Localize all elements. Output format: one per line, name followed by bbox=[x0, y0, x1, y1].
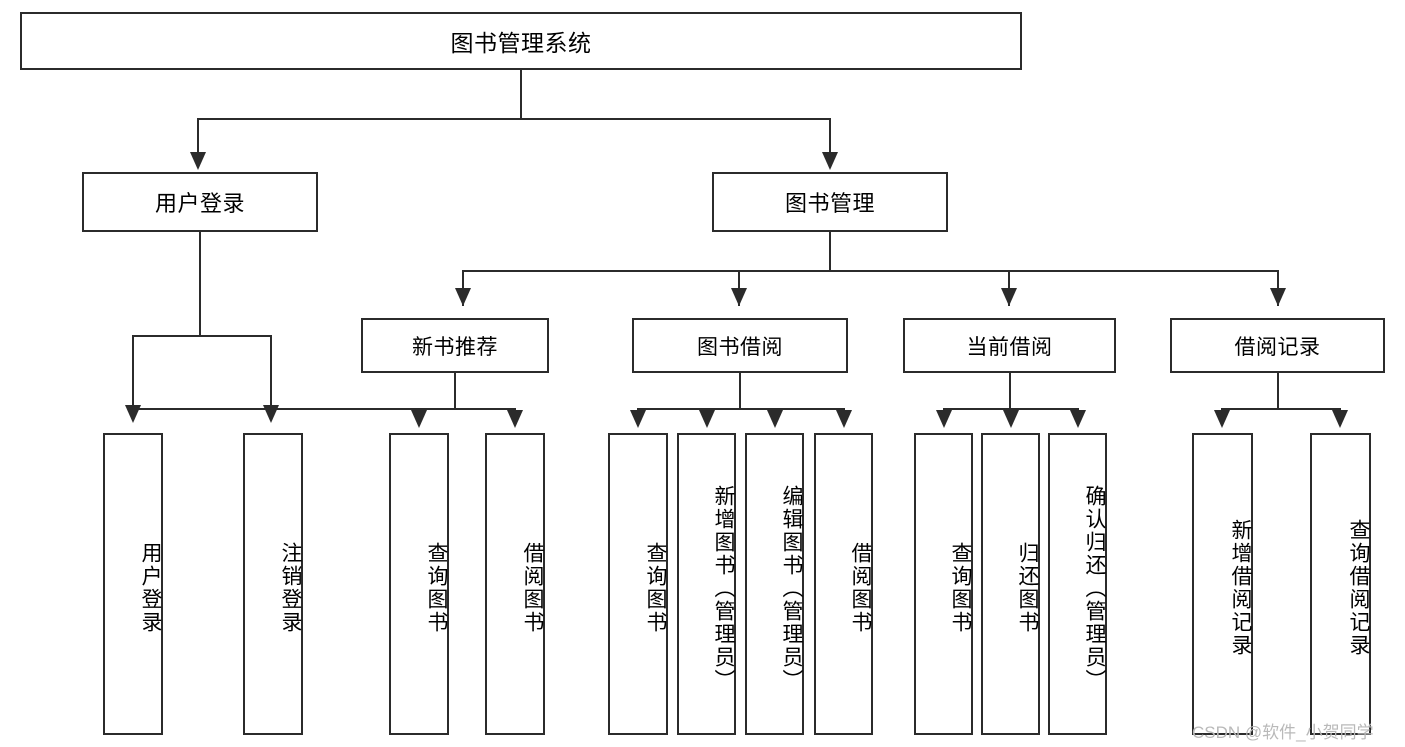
leaf-query-book-borrow[interactable]: 查询图书 bbox=[608, 433, 668, 735]
node-book-borrow[interactable]: 图书借阅 bbox=[632, 318, 848, 373]
leaf-add-borrow-record-label: 新增借阅记录 bbox=[1229, 519, 1252, 657]
leaf-add-book[interactable]: 新增图书（管理员） bbox=[677, 433, 736, 735]
leaf-borrow-book-recommend-label: 借阅图书 bbox=[521, 542, 544, 634]
leaf-add-borrow-record[interactable]: 新增借阅记录 bbox=[1192, 433, 1253, 735]
edge-user-login-drop-1 bbox=[132, 335, 134, 407]
leaf-logout[interactable]: 注销登录 bbox=[243, 433, 303, 735]
edge-records-trunk bbox=[1277, 373, 1279, 408]
leaf-query-book-recommend[interactable]: 查询图书 bbox=[389, 433, 449, 735]
node-new-book-recommend-label: 新书推荐 bbox=[412, 335, 498, 359]
arrow-to-book-management bbox=[822, 152, 838, 170]
leaf-user-login[interactable]: 用户登录 bbox=[103, 433, 163, 735]
edge-recommend-bar bbox=[132, 408, 516, 410]
arrow-to-leaf-add-record bbox=[1214, 410, 1230, 428]
leaf-query-book-recommend-label: 查询图书 bbox=[425, 542, 448, 634]
leaf-return-book[interactable]: 归还图书 bbox=[981, 433, 1040, 735]
edge-book-mgmt-bar bbox=[462, 270, 1279, 272]
arrow-to-leaf-borrow-book-1 bbox=[507, 410, 523, 428]
arrow-to-current-borrow bbox=[1001, 288, 1017, 306]
leaf-query-borrow-record[interactable]: 查询借阅记录 bbox=[1310, 433, 1371, 735]
edge-recommend-trunk bbox=[454, 373, 456, 408]
node-borrow-records[interactable]: 借阅记录 bbox=[1170, 318, 1385, 373]
leaf-borrow-book-borrow[interactable]: 借阅图书 bbox=[814, 433, 873, 735]
edge-root-bar bbox=[197, 118, 831, 120]
leaf-edit-book[interactable]: 编辑图书（管理员） bbox=[745, 433, 804, 735]
node-current-borrow[interactable]: 当前借阅 bbox=[903, 318, 1116, 373]
edge-user-login-bar bbox=[132, 335, 271, 337]
leaf-edit-book-label: 编辑图书（管理员） bbox=[780, 484, 803, 692]
leaf-confirm-return[interactable]: 确认归还（管理员） bbox=[1048, 433, 1107, 735]
leaf-borrow-book-borrow-label: 借阅图书 bbox=[849, 542, 872, 634]
edge-borrow-bar bbox=[637, 408, 844, 410]
arrow-to-book-borrow bbox=[731, 288, 747, 306]
edge-user-login-drop-2 bbox=[270, 335, 272, 407]
arrow-to-new-book-recommend bbox=[455, 288, 471, 306]
edge-book-mgmt-trunk bbox=[829, 232, 831, 270]
leaf-add-book-label: 新增图书（管理员） bbox=[712, 484, 735, 692]
leaf-user-login-label: 用户登录 bbox=[139, 542, 162, 634]
edge-records-bar bbox=[1221, 408, 1340, 410]
node-current-borrow-label: 当前借阅 bbox=[966, 335, 1053, 359]
leaf-query-book-current[interactable]: 查询图书 bbox=[914, 433, 973, 735]
arrow-to-leaf-confirm-return bbox=[1070, 410, 1086, 428]
arrow-to-leaf-query-record bbox=[1332, 410, 1348, 428]
arrow-to-leaf-return-book bbox=[1003, 410, 1019, 428]
leaf-query-book-current-label: 查询图书 bbox=[949, 542, 972, 634]
arrow-to-leaf-query-book-1 bbox=[411, 410, 427, 428]
node-root-label: 图书管理系统 bbox=[450, 30, 592, 56]
node-root[interactable]: 图书管理系统 bbox=[20, 12, 1022, 70]
leaf-query-borrow-record-label: 查询借阅记录 bbox=[1347, 519, 1370, 657]
node-book-management[interactable]: 图书管理 bbox=[712, 172, 948, 232]
node-borrow-records-label: 借阅记录 bbox=[1234, 335, 1321, 359]
node-book-borrow-label: 图书借阅 bbox=[697, 335, 783, 359]
node-new-book-recommend[interactable]: 新书推荐 bbox=[361, 318, 549, 373]
leaf-query-book-borrow-label: 查询图书 bbox=[644, 542, 667, 634]
edge-current-trunk bbox=[1009, 373, 1011, 408]
node-user-login-label: 用户登录 bbox=[154, 191, 245, 216]
edge-root-drop-1 bbox=[197, 118, 199, 154]
leaf-return-book-label: 归还图书 bbox=[1016, 542, 1039, 634]
arrow-to-leaf-borrow-book-2 bbox=[836, 410, 852, 428]
leaf-borrow-book-recommend[interactable]: 借阅图书 bbox=[485, 433, 545, 735]
arrow-to-leaf-query-book-2 bbox=[630, 410, 646, 428]
leaf-logout-label: 注销登录 bbox=[279, 542, 302, 634]
arrow-to-borrow-records bbox=[1270, 288, 1286, 306]
node-book-management-label: 图书管理 bbox=[784, 191, 875, 216]
edge-user-login-trunk bbox=[199, 232, 201, 335]
arrow-to-user-login bbox=[190, 152, 206, 170]
arrow-to-leaf-add-book bbox=[699, 410, 715, 428]
arrow-to-leaf-query-book-3 bbox=[936, 410, 952, 428]
node-user-login[interactable]: 用户登录 bbox=[82, 172, 318, 232]
arrow-to-leaf-edit-book bbox=[767, 410, 783, 428]
edge-borrow-trunk bbox=[739, 373, 741, 408]
edge-root-trunk bbox=[520, 70, 522, 118]
leaf-confirm-return-label: 确认归还（管理员） bbox=[1083, 484, 1106, 692]
edge-root-drop-2 bbox=[829, 118, 831, 154]
